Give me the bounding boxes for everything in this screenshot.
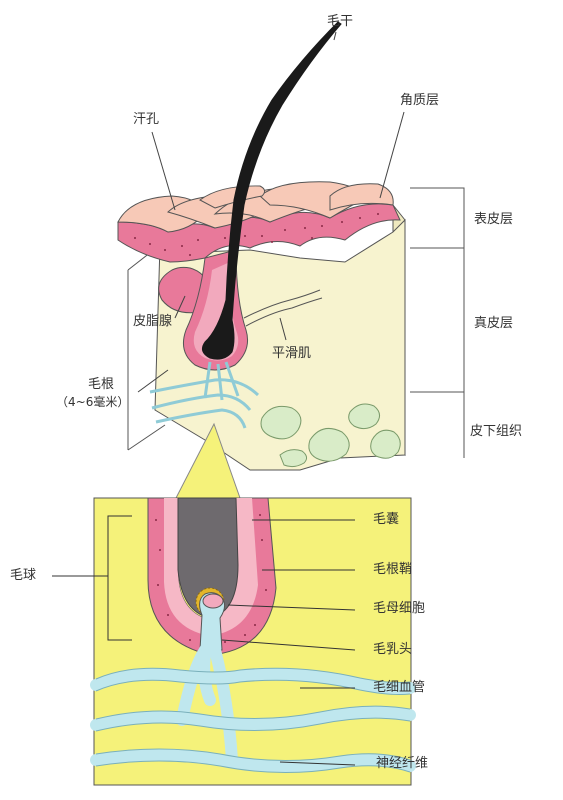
label-capillaries: 毛细血管 — [373, 680, 426, 695]
top-pointer-lines — [137, 31, 405, 393]
top-vessels — [149, 361, 260, 429]
inset-vessels — [90, 644, 416, 773]
label-hair-follicle: 毛囊 — [373, 512, 400, 527]
inset-vessel-outlines — [95, 667, 411, 774]
subcutaneous-fat — [260, 403, 401, 468]
label-hair-shaft: 毛干 — [327, 14, 354, 29]
layer-brackets — [410, 187, 465, 458]
label-smooth-muscle: 平滑肌 — [272, 346, 312, 361]
root-extent-line-3 — [127, 424, 166, 451]
label-sebaceous-gland: 皮脂腺 — [133, 314, 173, 329]
inset-pointer-lines — [221, 519, 356, 766]
label-hair-bulb: 毛球 — [10, 568, 37, 583]
label-root-sheath: 毛根鞘 — [373, 562, 413, 577]
label-dermis: 真皮层 — [474, 316, 514, 331]
label-epidermis: 表皮层 — [474, 212, 514, 227]
label-subcutaneous: 皮下组织 — [470, 424, 523, 439]
hair-bulb-bracket — [107, 515, 132, 641]
label-matrix-cells: 毛母细胞 — [373, 601, 426, 616]
smooth-muscle — [243, 289, 323, 327]
label-hair-root: 毛根 — [88, 377, 115, 392]
hair-shaft — [201, 21, 342, 360]
label-hair-root-length: （4~6毫米） — [56, 395, 130, 409]
label-dermal-papilla: 毛乳头 — [373, 642, 413, 657]
label-sweat-pore: 汗孔 — [133, 112, 160, 127]
label-nerve-fibers: 神经纤维 — [376, 756, 429, 771]
inset-follicle-dots — [155, 514, 267, 643]
label-stratum-corneum: 角质层 — [400, 93, 440, 108]
inset-root-sheath — [164, 498, 258, 636]
epidermis-dots — [134, 213, 379, 256]
papilla-tip — [202, 593, 224, 609]
